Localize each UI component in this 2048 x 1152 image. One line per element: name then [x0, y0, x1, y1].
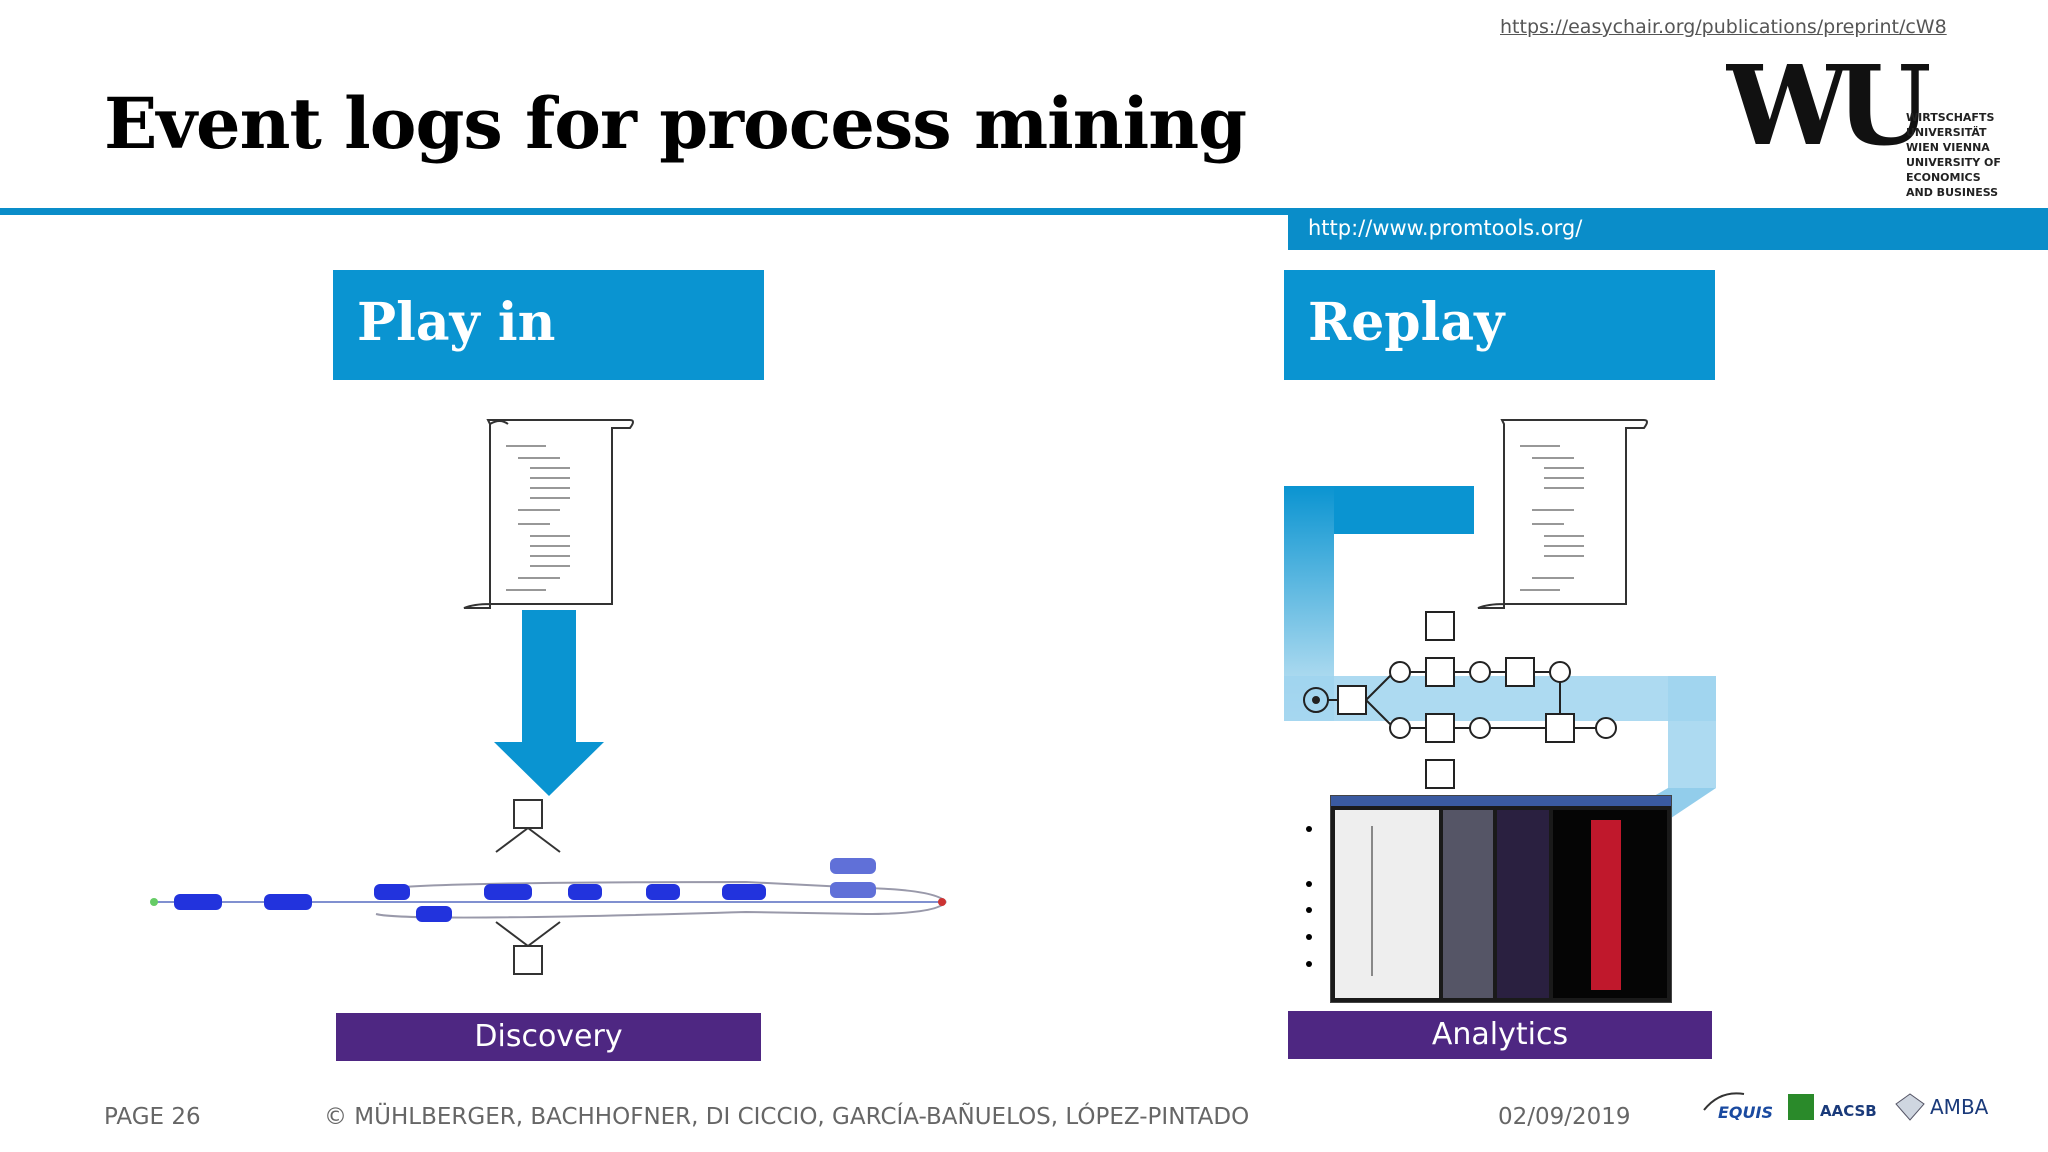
bullet: [1306, 881, 1312, 887]
analytics-screenshot: [1330, 795, 1672, 1003]
wu-logo: WU: [1726, 54, 1944, 170]
page-number: PAGE 26: [104, 1104, 201, 1130]
page-title: Event logs for process mining: [104, 82, 1247, 165]
play-in-heading: Play in: [333, 270, 764, 380]
footer-date: 02/09/2019: [1498, 1104, 1631, 1130]
svg-text:AMBA: AMBA: [1930, 1095, 1989, 1119]
down-arrow-icon: [494, 610, 604, 796]
bullet: [1306, 826, 1312, 832]
logo-text: WIRTSCHAFTS UNIVERSITÄT WIEN VIENNA UNIV…: [1906, 111, 2001, 199]
discovered-process-model: [150, 799, 947, 975]
footer-authors: © MÜHLBERGER, BACHHOFNER, DI CICCIO, GAR…: [324, 1104, 1250, 1130]
bullet: [1306, 907, 1312, 913]
header-divider: [0, 208, 1288, 215]
promtools-url-bar[interactable]: http://www.promtools.org/: [1288, 208, 2048, 250]
bullet: [1306, 934, 1312, 940]
svg-text:WU: WU: [1726, 54, 1930, 170]
event-log-document-icon-right: [1477, 419, 1648, 609]
bullet: [1306, 961, 1312, 967]
analytics-label: Analytics: [1288, 1011, 1712, 1059]
svg-text:AACSB: AACSB: [1820, 1102, 1877, 1120]
replay-heading: Replay: [1284, 270, 1715, 380]
accreditation-logos: EQUIS AACSB AMBA: [1703, 1092, 1989, 1122]
discovery-label: Discovery: [336, 1013, 761, 1061]
petri-net-model: [1303, 611, 1617, 789]
source-url-link[interactable]: https://easychair.org/publications/prepr…: [1500, 16, 1947, 38]
event-log-document-icon: [463, 419, 634, 609]
svg-text:EQUIS: EQUIS: [1718, 1103, 1773, 1122]
